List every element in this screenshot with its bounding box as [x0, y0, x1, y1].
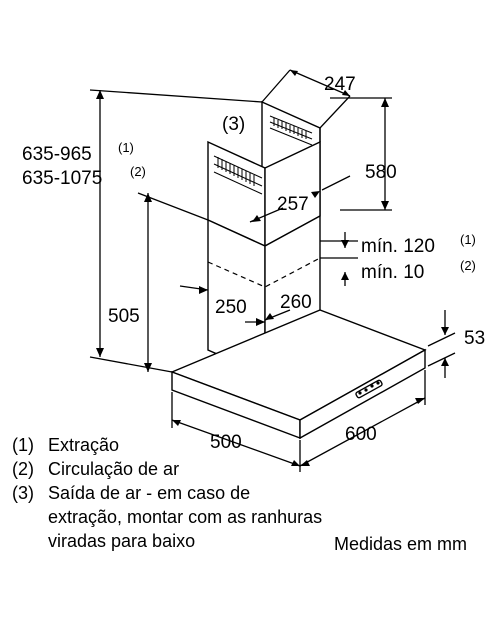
- vent-note-label: (3): [222, 114, 245, 135]
- control-panel: [355, 379, 383, 399]
- legend-number: (2): [12, 459, 34, 479]
- legend-continuation: viradas para baixo: [48, 531, 196, 551]
- depth-upper-label: 257: [277, 194, 309, 215]
- legend: (1) Extração (2) Circulação de ar (3) Sa…: [12, 433, 322, 553]
- min-2-ref: (2): [460, 258, 476, 273]
- legend-text: Saída de ar - em caso de: [48, 483, 251, 503]
- canopy-width-label: 500: [210, 432, 242, 453]
- canopy: [170, 309, 427, 440]
- chimney-height-label: 580: [365, 162, 397, 183]
- legend-number: (1): [12, 435, 34, 455]
- lower-depth-label: 260: [280, 292, 312, 313]
- height-range-1-ref: (1): [118, 140, 134, 155]
- min-1-ref: (1): [460, 232, 476, 247]
- legend-item-1: (1) Extração: [12, 433, 322, 457]
- lower-width-label: 250: [215, 297, 247, 318]
- legend-continuation: extração, montar com as ranhuras: [48, 507, 323, 527]
- height-range-2-ref: (2): [130, 164, 146, 179]
- dimension-lines: [89, 69, 456, 472]
- height-range-2-label: 635-1075: [22, 168, 102, 189]
- legend-item-2: (2) Circulação de ar: [12, 457, 322, 481]
- min-1-label: mín. 120: [361, 236, 435, 257]
- legend-text: Circulação de ar: [48, 459, 180, 479]
- legend-number: (3): [12, 483, 34, 503]
- rear-vent-slots: [269, 115, 313, 146]
- canopy-height-label: 53: [464, 328, 485, 349]
- width-top-label: 247: [324, 74, 356, 95]
- min-2-label: mín. 10: [361, 262, 424, 283]
- canopy-depth-label: 600: [345, 424, 377, 445]
- legend-item-3: (3) Saída de ar - em caso de: [12, 481, 322, 505]
- lower-height-label: 505: [108, 306, 140, 327]
- front-vent-slots: [213, 155, 263, 195]
- upper-chimney: [207, 100, 321, 248]
- height-range-1-label: 635-965: [22, 144, 92, 165]
- units-note: Medidas em mm: [334, 534, 468, 554]
- overlap-dash-line: [207, 257, 321, 288]
- legend-text: Extração: [48, 435, 120, 455]
